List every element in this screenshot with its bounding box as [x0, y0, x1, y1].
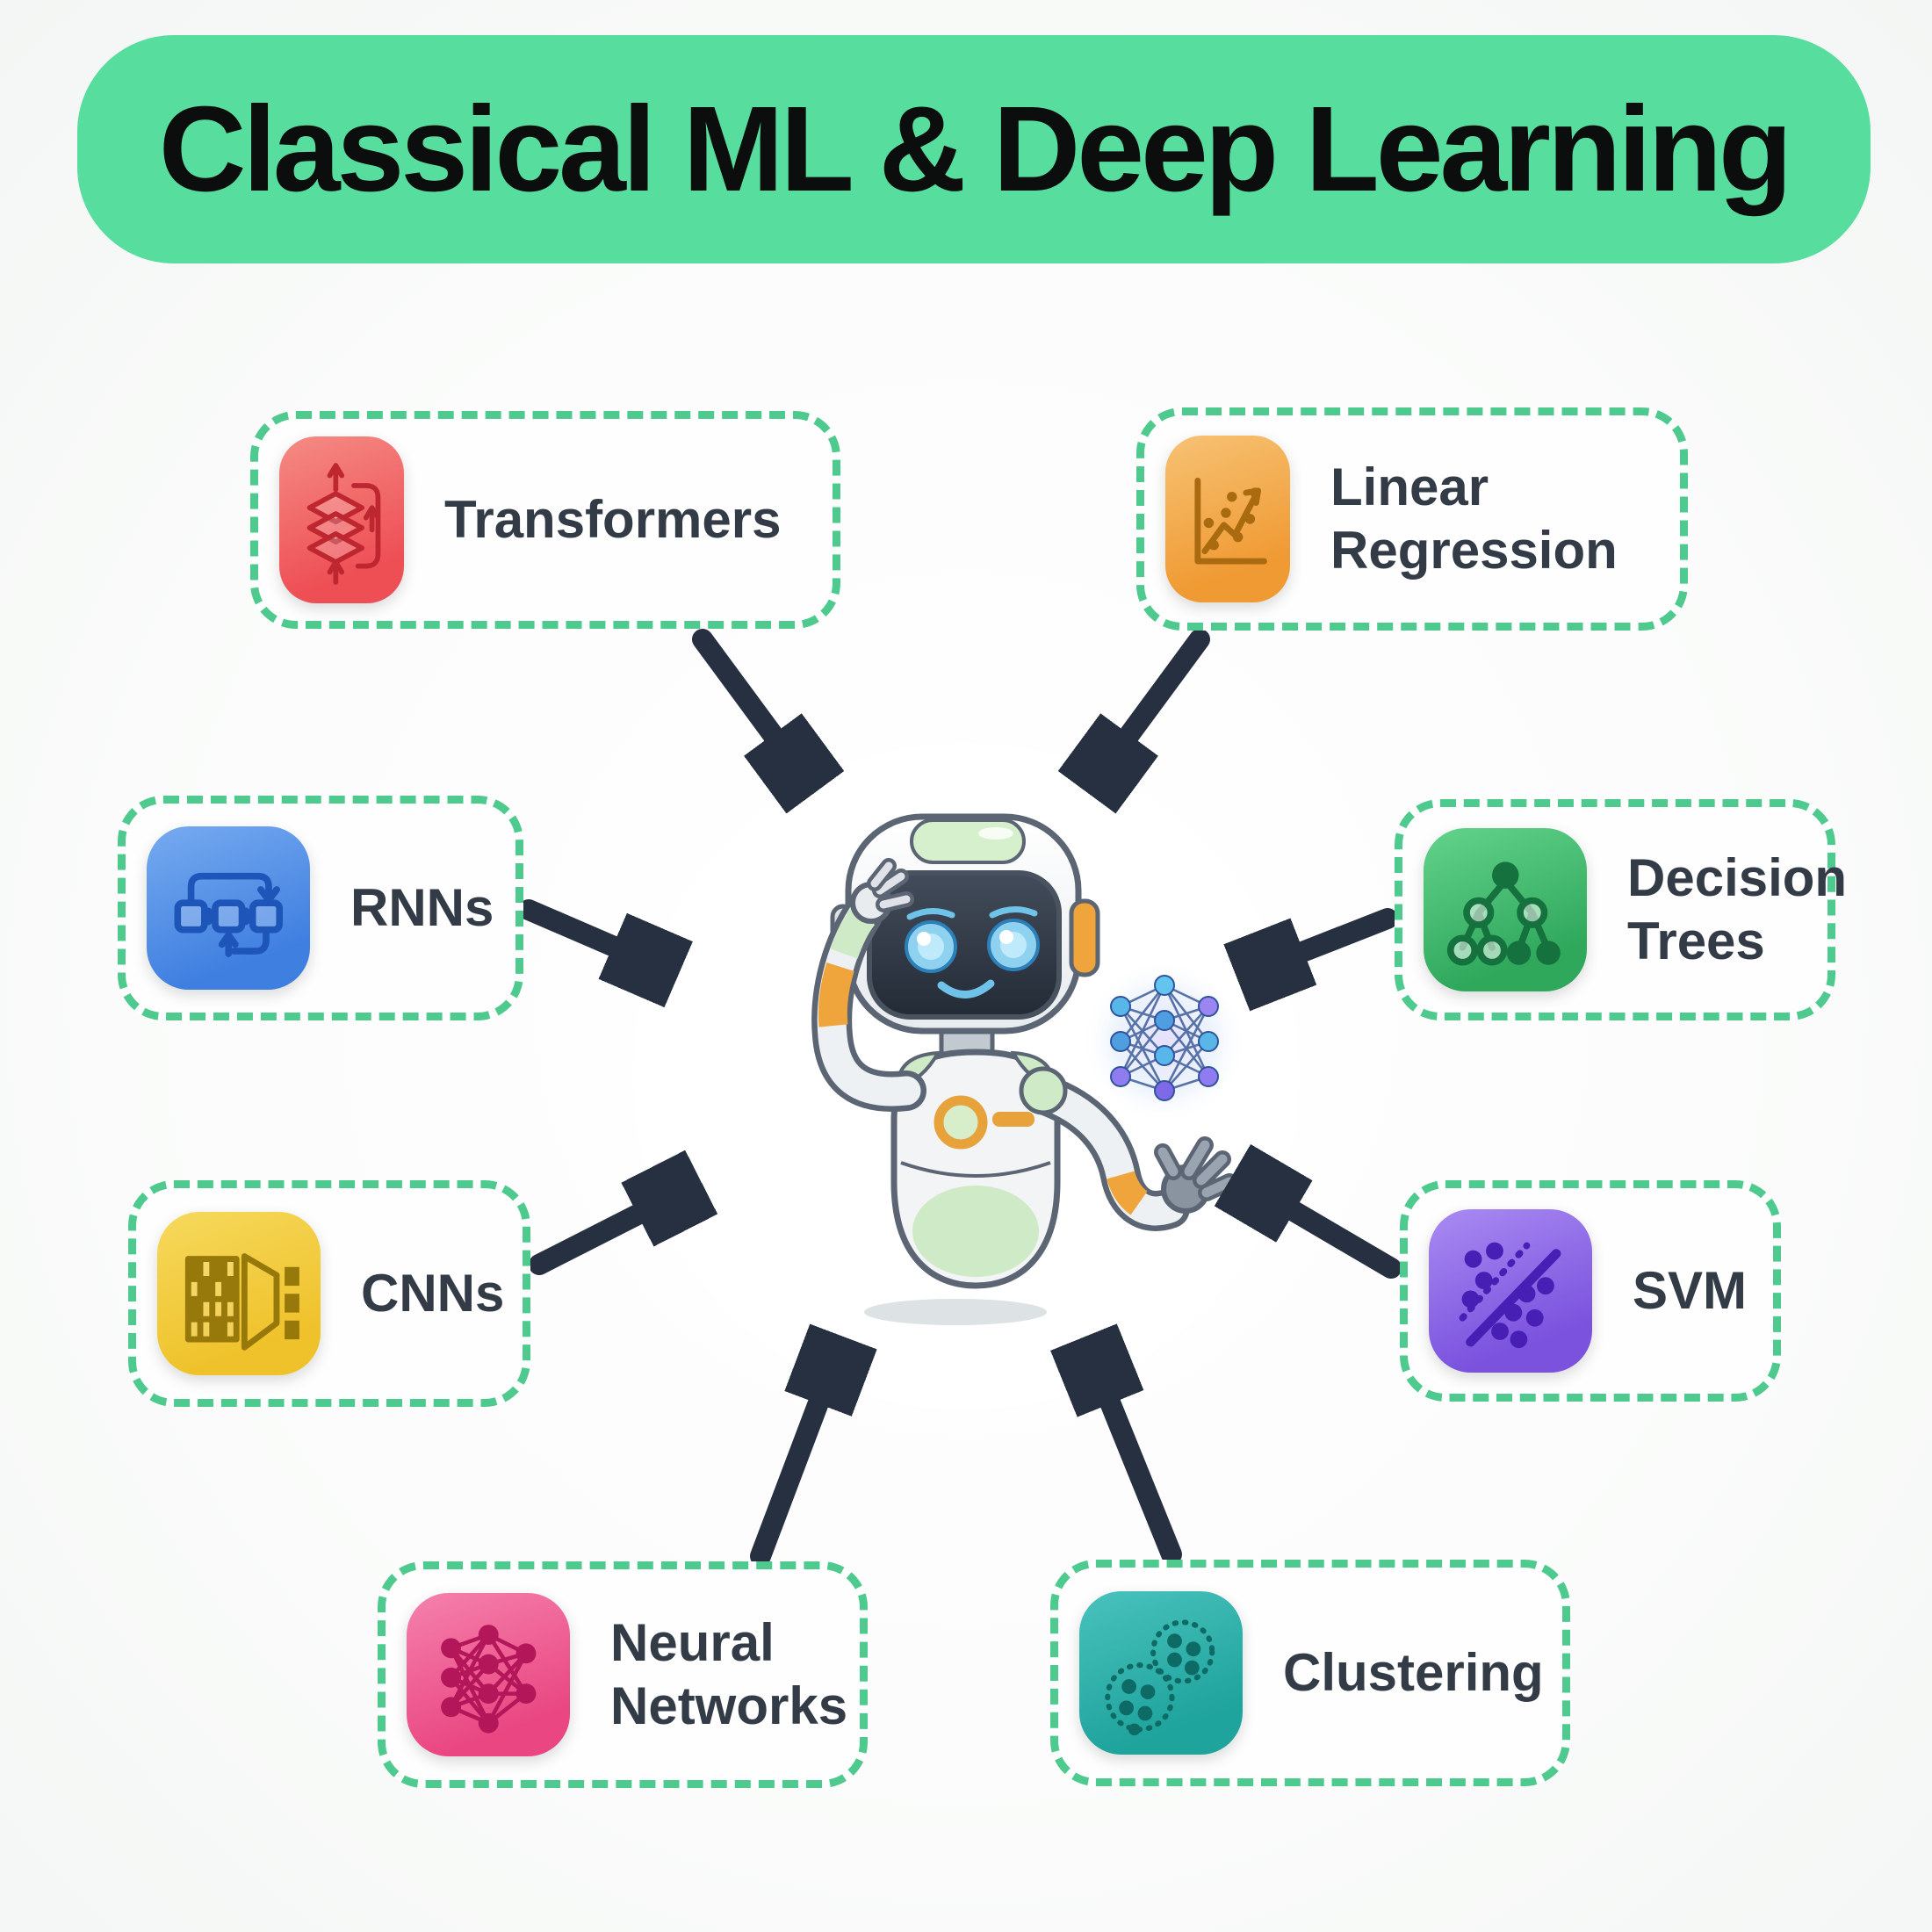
robot-right-hand [1154, 1136, 1238, 1214]
card-linear-regression: Linear Regression [1136, 407, 1688, 631]
robot-left-hand [850, 858, 914, 924]
title-banner: Classical ML & Deep Learning [77, 35, 1871, 263]
neural-network-hologram [1081, 958, 1248, 1125]
card-label: SVM [1633, 1261, 1748, 1320]
card-neural-networks: Neural Networks [378, 1561, 868, 1788]
card-label: Decision Trees [1627, 848, 1848, 970]
card-label: Linear Regression [1330, 458, 1618, 580]
network-graph-icon [407, 1593, 570, 1756]
card-label: Clustering [1283, 1643, 1544, 1702]
cluster-dots-icon [1079, 1591, 1243, 1755]
card-clustering: Clustering [1050, 1560, 1570, 1786]
card-transformers: Transformers [250, 411, 840, 629]
page-title: Classical ML & Deep Learning [158, 81, 1792, 217]
card-label: RNNs [350, 878, 494, 937]
recurrent-loop-icon [147, 826, 310, 990]
margin-separator-icon [1429, 1209, 1592, 1373]
card-svm: SVM [1400, 1180, 1781, 1402]
card-label: CNNs [361, 1264, 505, 1323]
conv-grid-funnel-icon [157, 1212, 321, 1375]
card-cnns: CNNs [128, 1180, 530, 1407]
layers-stack-icon [279, 436, 404, 603]
card-label: Neural Networks [610, 1613, 848, 1735]
robot-mascot [811, 813, 1248, 1325]
tree-nodes-icon [1424, 828, 1587, 991]
robot-shadow [864, 1299, 1047, 1325]
card-rnns: RNNs [118, 796, 523, 1020]
robot-left-arm [811, 858, 926, 1112]
scatter-trend-icon [1165, 436, 1290, 602]
card-label: Transformers [444, 490, 782, 549]
card-decision-trees: Decision Trees [1395, 799, 1847, 1020]
robot-face [905, 906, 1040, 998]
